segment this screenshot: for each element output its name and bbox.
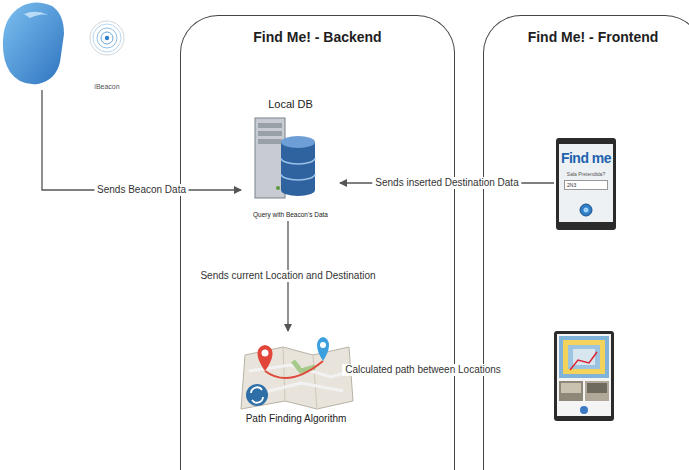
node-caption: 2N3: [564, 180, 608, 190]
lane-heading: Find Me! - Backend: [181, 16, 454, 45]
edge-label: Calculated path between Locations: [342, 364, 504, 376]
database-server: Local DB Query with Beacon's Data: [241, 96, 340, 221]
node-caption: Query with Beacon's Data: [241, 211, 340, 221]
swimlane-panel: Find Me! - BackendLocal DB Query with Bea…: [180, 15, 455, 470]
swimlane-panel: Find Me! - FrontendFind me Sala Pretendid…: [483, 15, 689, 470]
lane-heading: Find Me! - Frontend: [484, 16, 689, 45]
node-title: iBeacon: [86, 83, 128, 90]
edge-label: Sends inserted Destination Data: [372, 177, 521, 189]
map-phone-screenshot: [553, 330, 615, 422]
phone-screenshot: Find me Sala Pretendida? 2N3: [554, 138, 618, 230]
edge-label: Sends current Location and Destination: [197, 270, 378, 282]
node-caption: Sala Pretendida?: [554, 171, 618, 177]
node-title: Local DB: [241, 96, 340, 110]
beacon-device: iBeacon: [0, 0, 130, 90]
node-title: Path Finding Algorithm: [229, 413, 363, 426]
node-title: Find me: [554, 150, 618, 166]
algorithm-illustration: Path Finding Algorithm: [229, 331, 363, 426]
edge-label: Sends Beacon Data: [94, 184, 189, 196]
flow-arrow: [42, 90, 241, 190]
